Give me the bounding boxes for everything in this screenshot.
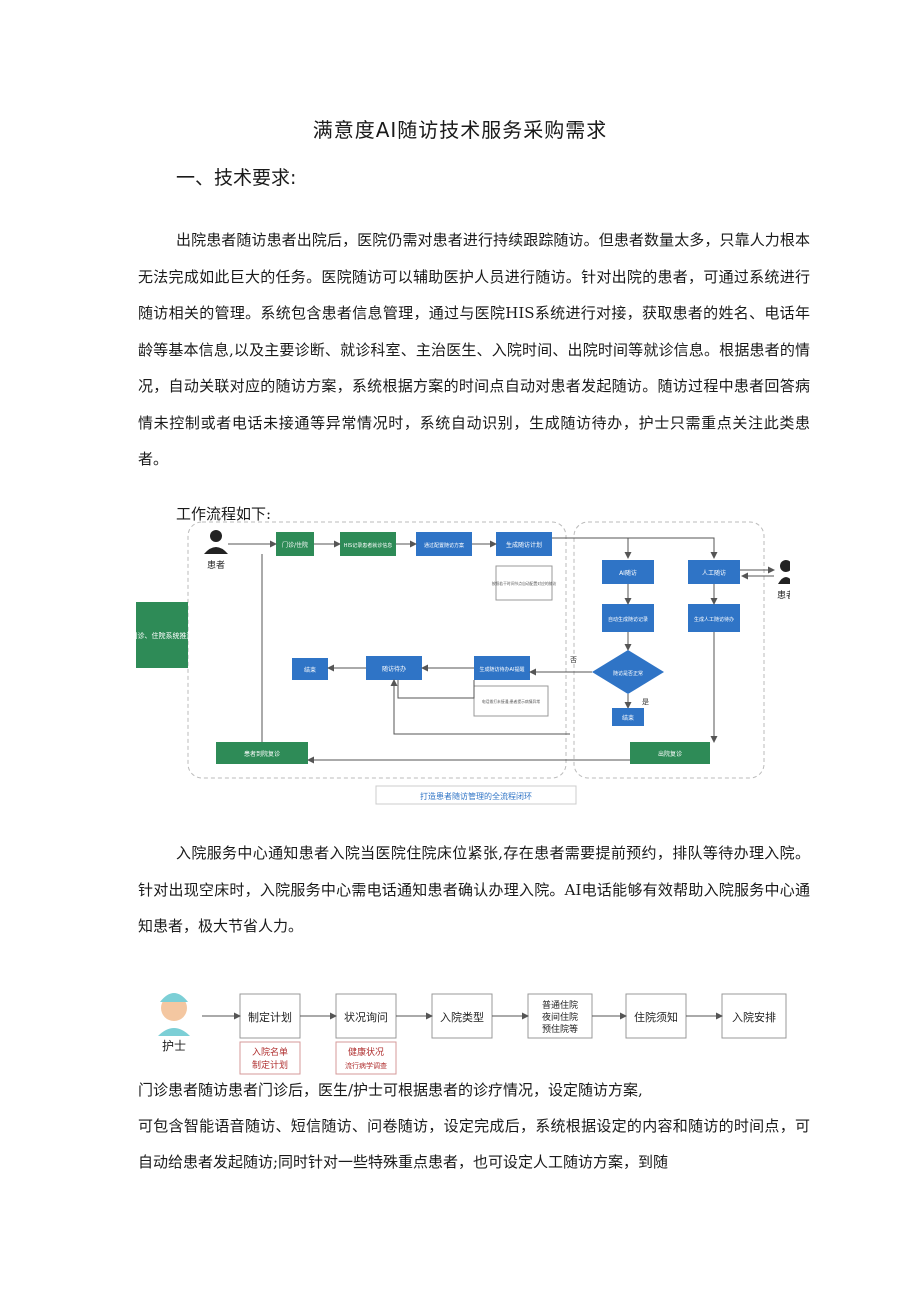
- node-gen-plan: [496, 532, 552, 556]
- paragraph-inpatient-followup: 出院患者随访患者出院后，医院仍需对患者进行持续跟踪随访。但患者数量太多，只靠人力…: [138, 231, 810, 468]
- node-ai-label: AI随访: [619, 569, 637, 577]
- node-revisit-left: [216, 742, 308, 764]
- node-handle-label: 随访待办: [382, 665, 406, 673]
- patient-left-icon: [204, 530, 228, 554]
- decision-label: 随访是否正常: [613, 670, 643, 677]
- node-end-left: [292, 658, 328, 680]
- node-ai-record: [602, 604, 654, 632]
- node-ai-followup: [602, 560, 654, 584]
- step-arrange: [721, 993, 787, 1039]
- side-source-box: [136, 602, 188, 668]
- node-gen-plan-note: [495, 565, 553, 601]
- patient-right-label: 患者: [777, 589, 790, 601]
- step-inquiry-note: [335, 1041, 397, 1075]
- step-inquiry-label: 状况询问: [344, 1010, 388, 1024]
- nurse-icon: [158, 993, 190, 1036]
- node-revisit-left-label: 患者到院复诊: [244, 750, 280, 758]
- paragraph-admission-notice: 入院服务中心通知患者入院当医院住院床位紧张,存在患者需要提前预约，排队等待办理入…: [138, 844, 810, 935]
- step-notice: [625, 993, 687, 1039]
- node-manual-label: 人工随访: [702, 569, 726, 577]
- step-plan: [239, 993, 301, 1039]
- diagram-caption-box: [375, 785, 577, 805]
- node-gen-todo-label: 生成随访待办AI提醒: [480, 666, 525, 673]
- document-title: 满意度AI随访技术服务采购需求: [312, 118, 608, 142]
- admission-flow-diagram: 护士 制定计划 入院名单 制定计划 状况询问 健康状况 流行病学调查 入院类型 …: [158, 993, 787, 1075]
- step-modes-3: 预住院等: [542, 1023, 578, 1035]
- node-revisit-right: [630, 742, 710, 764]
- decision-no: 否: [570, 656, 577, 664]
- node-manual-todo-label: 生成人工随访待办: [694, 616, 734, 623]
- step-modes-2: 夜间住院: [542, 1011, 578, 1023]
- section-heading: 一、技术要求:: [176, 167, 297, 189]
- step-notice-label: 住院须知: [634, 1010, 678, 1024]
- node-config-plan: [416, 532, 472, 556]
- node-handle-todo: [366, 656, 422, 680]
- node-gen-plan-label: 生成随访计划: [506, 541, 542, 549]
- paragraph-outpatient-followup: 门诊患者随访患者门诊后，医生/护士可根据患者的诊疗情况，设定随访方案, 可包含智…: [138, 1075, 810, 1180]
- node-manual-followup: [688, 560, 740, 584]
- step-inquiry-note-1: 健康状况: [348, 1046, 384, 1058]
- step-inquiry-note-2: 流行病学调查: [345, 1061, 387, 1070]
- node-gen-todo-note-text: 电话拨打未接通;患者提示病情异常: [482, 699, 540, 704]
- followup-workflow-diagram: 门诊、住院系统推送 患者 门诊/住院 HIS记录患者就诊信息 通过配置随访方案 …: [131, 521, 790, 805]
- patient-left-label: 患者: [207, 559, 225, 571]
- paragraph-outpatient-rest: 可包含智能语音随访、短信随访、问卷随访，设定完成后，系统根据设定的内容和随访的时…: [138, 1117, 810, 1171]
- node-config-label: 通过配置随访方案: [424, 542, 464, 549]
- node-ai-record-label: 自动生成随访记录: [608, 616, 648, 623]
- node-end-bottom: [612, 708, 644, 726]
- node-outpatient-label: 门诊/住院: [282, 541, 308, 549]
- step-arrange-label: 入院安排: [732, 1010, 776, 1024]
- diagram-caption: 打造患者随访管理的全流程闭环: [420, 791, 532, 801]
- nurse-label: 护士: [162, 1039, 186, 1053]
- node-gen-plan-note-text: 按照若干时间节点自动配置对应的随访: [492, 581, 557, 586]
- step-plan-note-1: 入院名单: [252, 1046, 288, 1058]
- node-gen-todo-note: [473, 685, 549, 717]
- node-manual-todo: [688, 604, 740, 632]
- node-his-label: HIS记录患者就诊信息: [344, 542, 392, 549]
- node-his-record: [340, 532, 396, 556]
- paragraph-outpatient-line1: 门诊患者随访患者门诊后，医生/护士可根据患者的诊疗情况，设定随访方案,: [138, 1081, 643, 1099]
- side-source-label: 门诊、住院系统推送: [131, 631, 194, 640]
- decision-diamond: [592, 650, 664, 694]
- workflow-label: 工作流程如下:: [176, 505, 272, 523]
- patient-right-icon: [778, 560, 790, 584]
- node-revisit-right-label: 出院复诊: [658, 750, 682, 758]
- step-type: [431, 993, 493, 1039]
- step-type-label: 入院类型: [440, 1010, 484, 1024]
- node-outpatient: [276, 532, 314, 556]
- node-end-bottom-label: 结束: [622, 714, 634, 722]
- decision-yes: 是: [642, 698, 649, 706]
- step-plan-note-2: 制定计划: [252, 1059, 288, 1071]
- node-gen-todo: [474, 656, 530, 680]
- step-modes: [527, 993, 593, 1039]
- node-end-left-label: 结束: [304, 666, 316, 674]
- step-modes-1: 普通住院: [542, 999, 578, 1011]
- step-plan-label: 制定计划: [248, 1010, 292, 1024]
- step-plan-note: [239, 1041, 301, 1075]
